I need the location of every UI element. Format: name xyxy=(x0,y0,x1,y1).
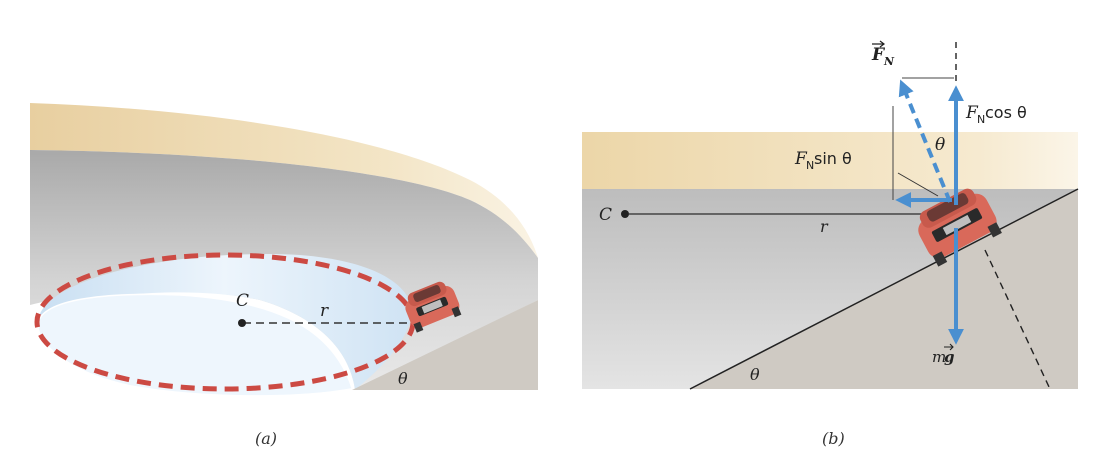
car-a xyxy=(405,281,462,333)
weight-m: m xyxy=(932,348,946,366)
normal-force-arrow xyxy=(898,79,952,203)
normal-force-subscript: N xyxy=(883,55,895,68)
fn-sin-symbol: F xyxy=(794,149,808,169)
slope-edge-b xyxy=(689,188,1079,390)
angle-label-b-bottom: θ xyxy=(750,365,760,384)
panel-a: C r θ (a) xyxy=(30,103,538,448)
inner-edge-line xyxy=(37,293,353,389)
normal-force-label: F N xyxy=(871,40,895,68)
caption-b: (b) xyxy=(822,429,845,448)
normal-force-symbol: F xyxy=(871,45,886,65)
fn-sin-text: sin θ xyxy=(814,149,852,168)
wall-top-band xyxy=(30,103,538,258)
fn-sin-leader xyxy=(897,172,939,197)
fn-cos-symbol: F xyxy=(965,103,979,123)
weight-label: m g xyxy=(932,343,955,366)
weight-g: g xyxy=(944,348,955,366)
angle-label-a: θ xyxy=(398,369,408,388)
vector-arrow-mark-fn xyxy=(872,40,885,48)
fn-cos-subscript: N xyxy=(977,113,985,126)
angle-label-b-top: θ xyxy=(935,135,945,155)
wall-top-band-b xyxy=(582,132,1078,189)
perp-dashed-b xyxy=(984,249,1051,390)
center-point-a xyxy=(238,319,246,327)
vector-arrow-mark-g xyxy=(944,343,954,351)
inner-floor-lower xyxy=(38,294,352,396)
fn-sin-label: F N sin θ xyxy=(794,149,852,172)
center-label-a: C xyxy=(236,291,249,311)
center-point-b xyxy=(621,210,629,218)
panel-b: C r θ F N F N xyxy=(582,40,1079,448)
fn-cos-text: cos θ xyxy=(985,103,1027,122)
radius-label-a: r xyxy=(320,301,329,321)
fn-cos-label: F N cos θ xyxy=(965,103,1027,126)
fn-sin-subscript: N xyxy=(806,159,814,172)
inner-floor xyxy=(38,254,412,390)
bank-ground xyxy=(352,300,538,390)
center-label-b: C xyxy=(599,205,612,225)
caption-a: (a) xyxy=(255,429,277,448)
car-b xyxy=(918,188,1002,267)
radius-label-b: r xyxy=(820,217,829,236)
